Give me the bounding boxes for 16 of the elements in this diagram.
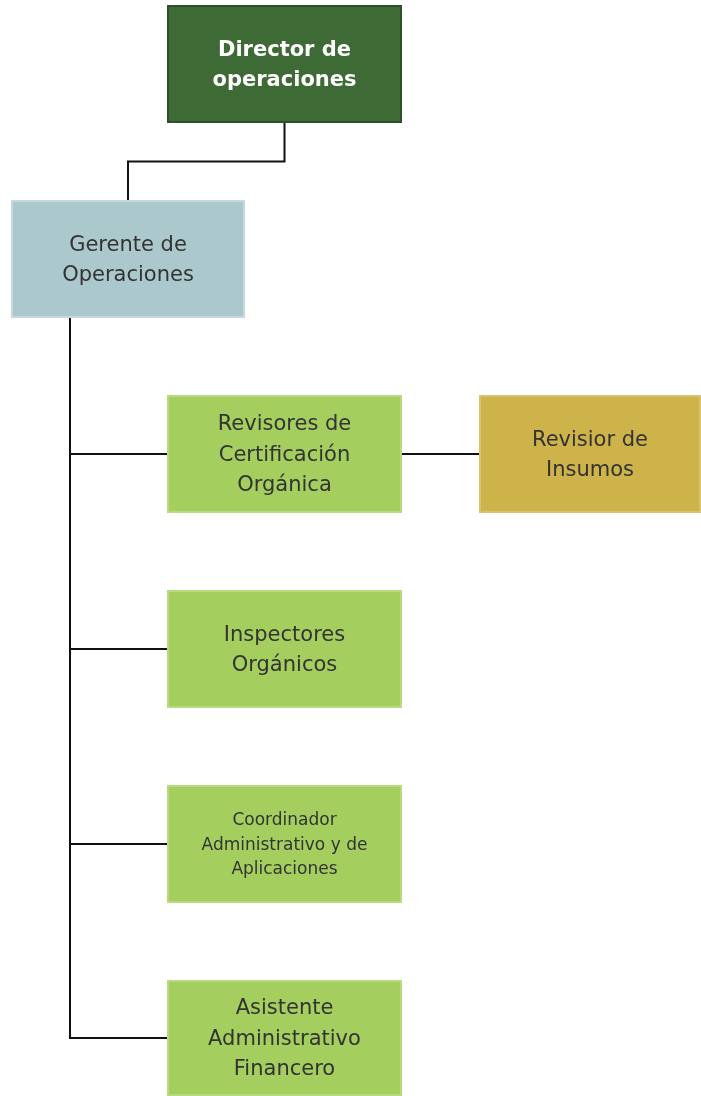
director-box — [167, 5, 402, 123]
box-label: Revisior de Insumos — [531, 425, 649, 483]
box-label: Revisores de Certificación Orgánica — [216, 410, 353, 499]
org-box — [167, 395, 402, 513]
box-label: Coordinador Administrativo y de Aplicaciones — [200, 808, 369, 881]
org-box — [167, 980, 402, 1096]
org-box — [167, 590, 402, 708]
box-label: Gerente de Operaciones — [61, 230, 195, 288]
org-box — [167, 785, 402, 903]
box-label: Director de operaciones — [211, 35, 358, 93]
box-label: Inspectores Orgánicos — [222, 620, 347, 678]
connector-line — [127, 122, 286, 201]
box-label: Asistente Administrativo Financero — [207, 994, 362, 1083]
org-box — [479, 395, 701, 513]
connector-line — [401, 453, 480, 455]
org-box — [11, 200, 245, 318]
